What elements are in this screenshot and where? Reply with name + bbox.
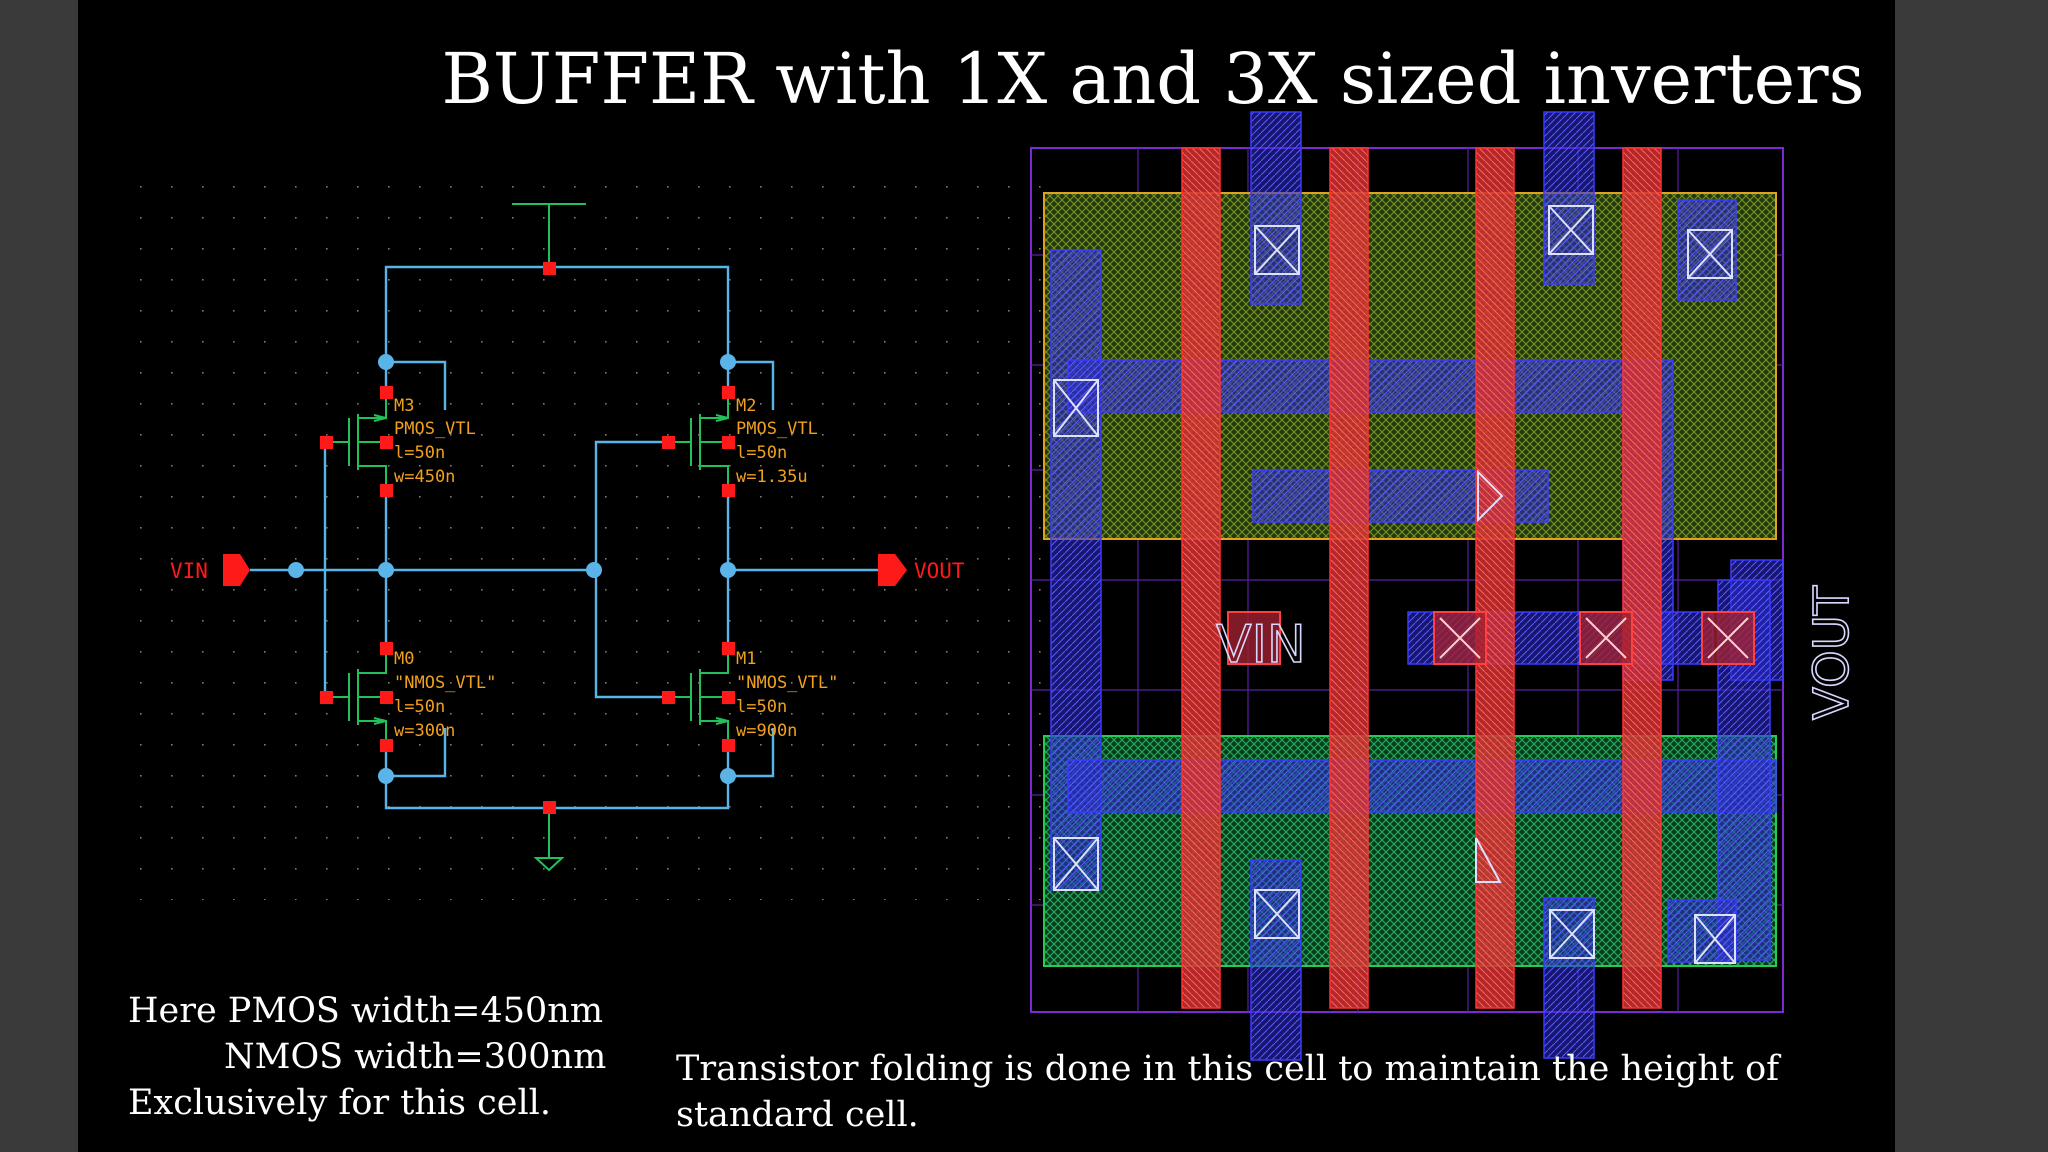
vin-pin-label: VIN — [170, 559, 208, 583]
vin-pin: VIN — [170, 554, 250, 586]
m3-width: w=450n — [394, 467, 455, 487]
poly-gates — [1181, 147, 1662, 1009]
schematic-grid — [138, 172, 1058, 900]
m1-name: M1 — [736, 649, 756, 669]
transistor-m2: M2 PMOS_VTL l=50n w=1.35u — [662, 386, 818, 497]
gnd-symbol — [533, 808, 565, 872]
contacts — [1053, 205, 1736, 964]
transistor-m3: M3 PMOS_VTL l=50n w=450n — [320, 386, 476, 497]
m3-name: M3 — [394, 396, 414, 416]
m0-width: w=300n — [394, 721, 455, 741]
m1-model: "NMOS_VTL" — [736, 673, 838, 693]
note-nmos-width: NMOS width=300nm — [224, 1037, 607, 1077]
vdd-pin — [543, 262, 556, 275]
m2-length: l=50n — [736, 443, 787, 463]
buffer-schematic: M3 PMOS_VTL l=50n w=450n M2 PMOS_VTL l=5… — [138, 172, 1058, 900]
layout-cell: VIN VOUT — [1030, 111, 1861, 1061]
junction-dots — [288, 354, 736, 784]
note-folding-line2: standard cell. — [676, 1095, 919, 1135]
transistor-m1: M1 "NMOS_VTL" l=50n w=900n — [662, 642, 838, 752]
m1-width: w=900n — [736, 721, 797, 741]
m0-name: M0 — [394, 649, 414, 669]
note-pmos-width: Here PMOS width=450nm — [128, 991, 604, 1031]
slide-title: BUFFER with 1X and 3X sized inverters — [441, 38, 1865, 120]
m0-length: l=50n — [394, 697, 445, 717]
note-exclusive: Exclusively for this cell. — [128, 1083, 551, 1123]
m0-model: "NMOS_VTL" — [394, 673, 496, 693]
gnd-pin — [543, 801, 556, 814]
buffer-layout: VIN VOUT — [1030, 111, 1861, 1061]
poly-contacts — [1227, 611, 1755, 665]
m3-length: l=50n — [394, 443, 445, 463]
m2-model: PMOS_VTL — [736, 419, 818, 439]
vout-pin-label: VOUT — [914, 559, 965, 583]
vdd-symbol — [512, 203, 586, 268]
m3-model: PMOS_VTL — [394, 419, 476, 439]
m2-width: w=1.35u — [736, 467, 808, 487]
transistor-m0: M0 "NMOS_VTL" l=50n w=300n — [320, 642, 496, 752]
note-folding-line1: Transistor folding is done in this cell … — [676, 1049, 1780, 1089]
m1-length: l=50n — [736, 697, 787, 717]
slide: BUFFER with 1X and 3X sized inverters — [78, 0, 1895, 1152]
layout-vout-label: VOUT — [1804, 585, 1860, 720]
vout-pin: VOUT — [878, 554, 965, 586]
layout-vin-label: VIN — [1216, 615, 1306, 675]
m2-name: M2 — [736, 396, 756, 416]
